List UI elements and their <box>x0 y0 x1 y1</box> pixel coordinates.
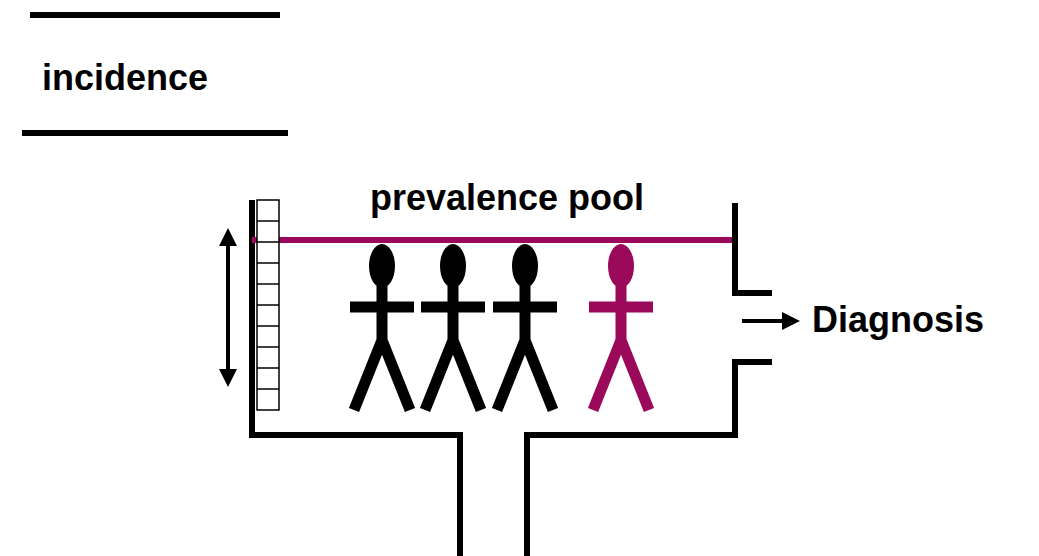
figure-body <box>421 286 485 410</box>
stick-figure <box>589 244 653 410</box>
figure-body <box>589 286 653 410</box>
gauge-tick <box>257 283 279 285</box>
figure-head <box>608 244 634 288</box>
pool-title: prevalence pool <box>370 176 644 219</box>
flow-label: incidence <box>42 56 208 99</box>
gauge-tick <box>257 304 279 306</box>
tank-outline <box>252 200 772 556</box>
stick-figure <box>493 244 557 410</box>
outflow-arrowhead <box>782 312 800 330</box>
stick-figure <box>421 244 485 410</box>
figure-head <box>440 244 466 288</box>
gauge-tick <box>257 325 279 327</box>
figure-body <box>493 286 557 410</box>
gauge-tick <box>257 241 279 243</box>
inflow-bar <box>22 130 288 136</box>
gauge-tick <box>257 388 279 390</box>
level-arrowhead <box>219 228 237 246</box>
gauge-tick <box>257 346 279 348</box>
level-arrowhead <box>219 369 237 387</box>
outcome-label: Diagnosis <box>812 298 984 341</box>
gauge-body <box>257 200 279 410</box>
pool-tank: prevalence pool <box>230 170 790 556</box>
figure-head <box>369 244 395 288</box>
figure-head <box>512 244 538 288</box>
outflow-arrow <box>742 319 786 323</box>
gauge-tick <box>257 220 279 222</box>
inflow-bar <box>30 12 280 18</box>
level-arrow <box>226 243 230 372</box>
figure-body <box>350 286 414 410</box>
level-gauge <box>257 200 279 410</box>
gauge-tick <box>257 367 279 369</box>
gauge-tick <box>257 262 279 264</box>
pool-level <box>252 237 732 243</box>
stick-figure <box>350 244 414 410</box>
